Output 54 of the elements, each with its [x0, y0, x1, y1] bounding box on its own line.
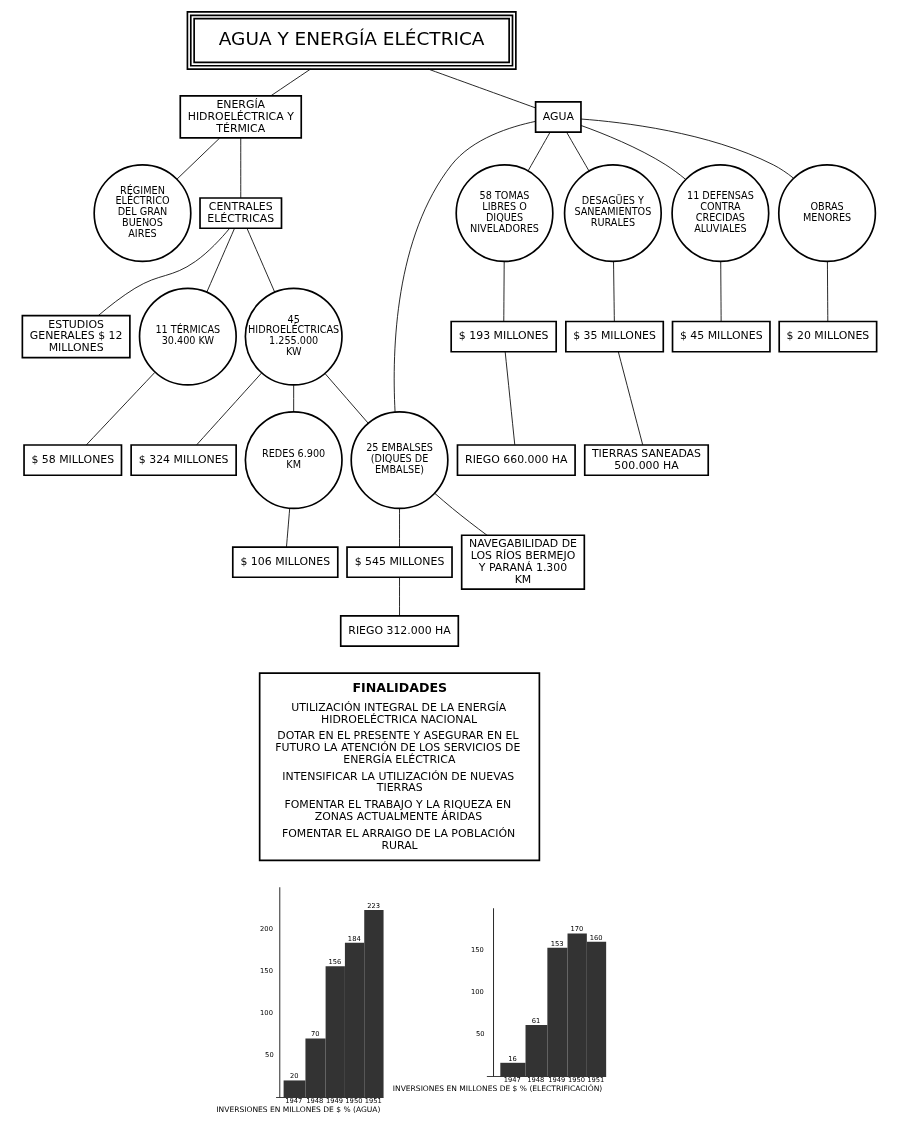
node-box: $ 20 MILLONES [778, 320, 878, 353]
connector [399, 508, 400, 548]
text: INVERSIONES EN MILLONES DE $ % (ELECTRIFICACIÓN) [392, 1083, 603, 1093]
node-box: NAVEGABILIDAD DE LOS RÍOS BERMEJO Y PARANÁ 1.300 KM [460, 534, 586, 590]
connector [504, 351, 516, 446]
connector [427, 68, 536, 109]
connector [720, 261, 722, 322]
connector [613, 261, 615, 322]
node-circle: RÉGIMEN ELÉCTRICO DEL GRAN BUENOS AIRES [93, 164, 192, 263]
node-box: $ 545 MILLONES [346, 546, 453, 579]
node-box: RIEGO 660.000 HA [456, 444, 576, 477]
node-circle: 58 TOMAS LIBRES O DIQUES NIVELADORES [455, 164, 554, 263]
node-box: AGUA [534, 101, 582, 133]
node-circle: 11 DEFENSAS CONTRA CRECIDAS ALUVIALES [671, 164, 770, 263]
node-box: $ 324 MILLONES [130, 444, 237, 477]
node-circle: 25 EMBALSES (DIQUES DE EMBALSE) [350, 410, 449, 510]
connector [503, 261, 505, 322]
connector [827, 261, 829, 322]
node-circle: 45 HIDROELÉCTRICAS 1.255.000 KW [244, 287, 343, 386]
connector [97, 227, 231, 317]
connector [393, 121, 536, 413]
connector [85, 371, 156, 446]
connector [176, 137, 221, 180]
connector [206, 228, 235, 293]
node-box: $ 193 MILLONES [450, 320, 557, 353]
node-box: TIERRAS SANEADAS 500.000 HA [583, 444, 710, 477]
connector [580, 125, 686, 180]
node-circle: REDES 6.900 KM [244, 410, 343, 510]
connector [286, 508, 291, 548]
connector [580, 118, 794, 179]
node-box: FINALIDADES UTILIZACIÓN INTEGRAL DE LA ENERGÍA HIDROELÉCTRICA NACIONAL DOTAR EN EL PRESENTE Y ASEGURAR EN EL FUTURO LA ATENCIÓN DE LOS SERVICIOS DE ENERGÍA ELÉCTRICA INTENSIFICAR LA UTILIZACIÓN DE NUEVAS TIERRAS FOMENTAR EL TRABAJO Y LA RIQUEZA EN ZONAS ACTUALMENTE ÁRIDAS FOMENTAR EL ARRAIGO DE LA POBLACIÓN RURAL [258, 672, 541, 862]
connector [240, 137, 242, 199]
node-box: ENERGÍA HIDROELÉCTRICA Y TÉRMICA [179, 95, 303, 139]
node-box: $ 35 MILLONES [565, 320, 665, 353]
node-box: $ 106 MILLONES [231, 546, 339, 579]
node-box: CENTRALES ELÉCTRICAS [199, 197, 283, 230]
connector [566, 131, 590, 172]
connector [246, 228, 276, 293]
connector [293, 384, 295, 413]
node-circle: 11 TÉRMICAS 30.400 KW [138, 287, 237, 386]
node-circle: DESAGÜES Y SANEAMIENTOS RURALES [563, 164, 662, 263]
connector [527, 131, 551, 172]
node-circle: OBRAS MENORES [777, 164, 877, 263]
connector [434, 492, 488, 536]
node-box: ESTUDIOS GENERALES $ 12 MILLONES [21, 314, 131, 359]
connector [270, 68, 311, 97]
connector [196, 372, 262, 446]
node-box: $ 45 MILLONES [671, 320, 771, 353]
connector [617, 351, 644, 446]
connector [399, 577, 400, 617]
node-box: RIEGO 312.000 HA [339, 615, 460, 647]
node-box: $ 58 MILLONES [23, 444, 123, 477]
text: INVERSIONES EN MILLONES DE $ % (AGUA) [216, 1104, 381, 1114]
connector [324, 373, 369, 424]
